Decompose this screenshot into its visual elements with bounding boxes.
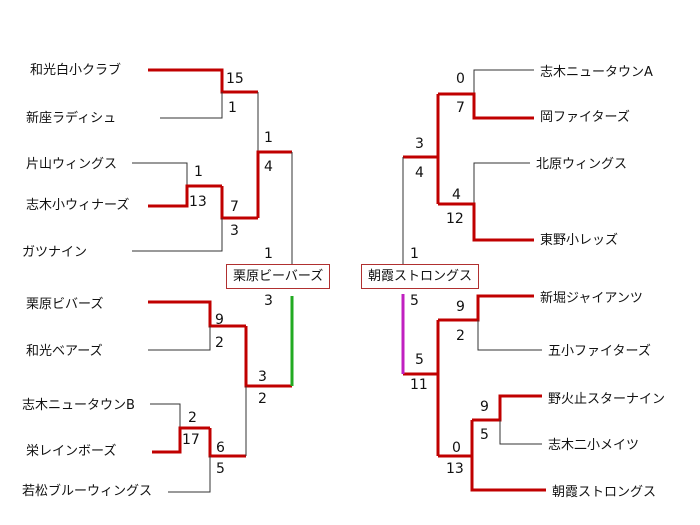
line-m-winner <box>472 394 542 422</box>
score-r14: 5 <box>480 427 489 443</box>
team-right-4: 東野小レッズ <box>540 233 619 248</box>
line-l-loser <box>477 320 542 351</box>
score-l10: 3 <box>264 293 273 309</box>
line-i-winner <box>438 92 534 120</box>
line-g-loser <box>168 456 211 493</box>
team-left-3: 片山ウィングス <box>26 157 118 172</box>
score-l7: 1 <box>264 130 273 146</box>
team-right-8: 志木二小メイツ <box>548 438 640 453</box>
team-right-7: 野火止スターナイン <box>548 392 666 407</box>
line-a-winner <box>148 68 258 94</box>
line-f-loser <box>150 403 181 428</box>
team-right-2: 岡ファイターズ <box>540 110 630 125</box>
score-r3: 4 <box>452 187 461 203</box>
score-r6: 4 <box>415 165 424 181</box>
score-l4: 13 <box>189 194 207 210</box>
score-r13: 9 <box>480 399 489 415</box>
team-left-8: 志木ニュータウンB <box>22 398 135 413</box>
score-l3: 1 <box>194 164 203 180</box>
score-l9: 1 <box>264 246 273 262</box>
team-right-5: 新堀ジャイアンツ <box>540 291 643 306</box>
line-b-loser <box>132 162 188 186</box>
line-c-loser <box>132 218 223 252</box>
team-left-7: 和光ベアーズ <box>26 344 103 359</box>
line-l-winner <box>438 294 534 322</box>
line-e-loser <box>148 326 211 351</box>
line-a-loser <box>160 92 223 119</box>
score-r10: 2 <box>456 328 465 344</box>
score-r11: 5 <box>415 352 424 368</box>
score-l2: 1 <box>228 100 237 116</box>
line-d-winner <box>256 150 292 218</box>
score-l8: 4 <box>264 159 273 175</box>
score-l17: 3 <box>258 369 267 385</box>
score-l15: 6 <box>216 440 225 456</box>
score-r7: 1 <box>410 246 419 262</box>
score-l13: 2 <box>188 410 197 426</box>
team-right-9: 朝霞ストロングス <box>552 485 657 500</box>
team-left-4: 志木小ウィナーズ <box>26 198 130 213</box>
score-l11: 9 <box>215 312 224 328</box>
line-f-winner <box>152 426 210 454</box>
score-r12: 11 <box>410 377 428 393</box>
score-r5: 3 <box>415 136 424 152</box>
score-r1: 0 <box>456 71 465 87</box>
score-r15: 0 <box>452 440 461 456</box>
team-left-9: 栄レインボーズ <box>26 444 117 459</box>
finalist-right: 朝霞ストロングス <box>361 264 480 289</box>
team-left-6: 栗原ビバーズ <box>26 297 104 312</box>
team-left-1: 和光白小クラブ <box>30 63 122 78</box>
score-l12: 2 <box>215 335 224 351</box>
line-m-loser <box>499 420 542 445</box>
score-l14: 17 <box>182 432 200 448</box>
score-l16: 5 <box>216 461 225 477</box>
score-r2: 7 <box>456 100 465 116</box>
score-r9: 9 <box>456 299 465 315</box>
line-j-loser <box>473 162 530 204</box>
team-left-2: 新座ラディシュ <box>26 111 117 126</box>
score-r8: 5 <box>410 293 419 309</box>
score-l5: 7 <box>230 199 239 215</box>
score-l6: 3 <box>230 223 239 239</box>
team-left-10: 若松ブルーウィングス <box>22 484 153 499</box>
line-c-winner <box>220 186 258 220</box>
team-left-5: ガツナイン <box>22 245 88 260</box>
score-l1: 15 <box>226 71 244 87</box>
team-right-6: 五小ファイターズ <box>548 344 651 359</box>
finalist-left: 栗原ビーバーズ <box>226 264 331 289</box>
line-j-winner <box>438 202 534 242</box>
score-l18: 2 <box>258 391 267 407</box>
line-i-loser <box>473 69 534 94</box>
line-b-winner <box>148 184 222 208</box>
team-right-1: 志木ニュータウンA <box>540 65 653 80</box>
team-right-3: 北原ウィングス <box>536 157 628 172</box>
line-h-winner <box>244 326 292 388</box>
score-r4: 12 <box>446 211 464 227</box>
score-r16: 13 <box>446 461 464 477</box>
line-n-winner-b <box>470 456 546 492</box>
line-e-winner <box>148 300 246 328</box>
